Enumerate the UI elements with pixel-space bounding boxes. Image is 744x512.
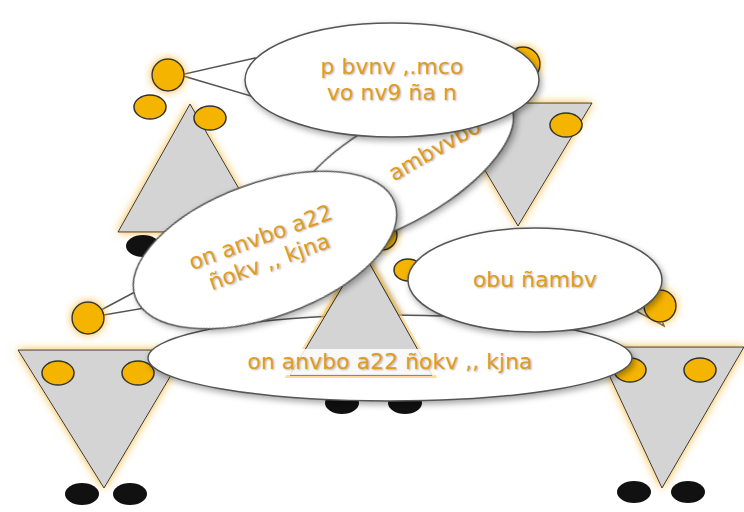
speech-bubble: obu ñambv xyxy=(405,225,665,335)
person-figure xyxy=(596,290,744,503)
bubble-text: on anvbo a22 ñokv ,, kjna xyxy=(244,349,535,375)
speech-bubble: p bvnv ,.mco vo nv9 ña n xyxy=(242,20,542,140)
bubble-text: obu ñambv xyxy=(470,267,600,293)
person-figure xyxy=(18,302,186,505)
bubble-text: p bvnv ,.mco vo nv9 ña n xyxy=(305,54,479,107)
